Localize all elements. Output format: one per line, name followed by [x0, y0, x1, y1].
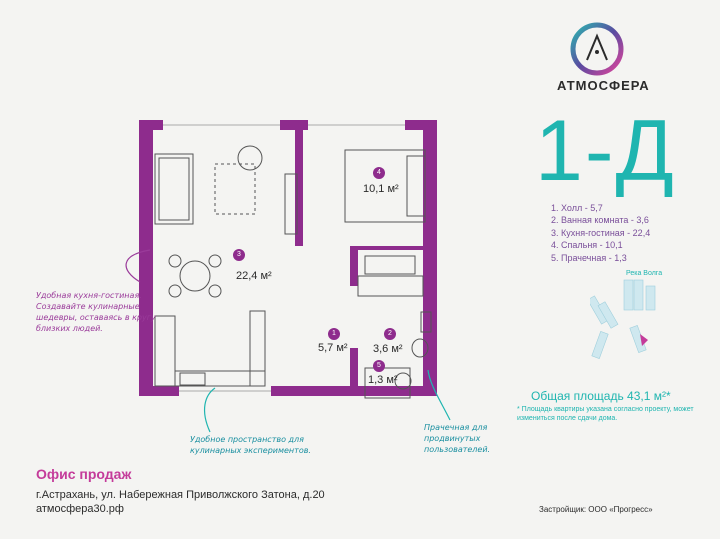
room-badge: 3: [233, 249, 245, 261]
room-list-item: 5. Прачечная - 1,3: [551, 252, 627, 263]
room-badge: 4: [373, 167, 385, 179]
room-list: 1. Холл - 5,7 2. Ванная комната - 3,6 3.…: [551, 202, 650, 264]
room-badge: 2: [384, 328, 396, 340]
callout-space: Удобное пространство для кулинарных эксп…: [190, 435, 311, 455]
room-list-item: 2. Ванная комната - 3,6: [551, 215, 649, 226]
apartment-code: 1-Д: [535, 103, 676, 199]
room-area: 1,3 м²: [368, 374, 398, 386]
room-badge: 5: [373, 360, 385, 372]
walls: [139, 120, 437, 396]
callout-kitchen: Удобная кухня-гостиная. Создавайте кулин…: [36, 291, 156, 333]
room-area: 10,1 м²: [363, 183, 399, 195]
total-area: Общая площадь 43,1 м²*: [531, 389, 671, 403]
room-area: 5,7 м²: [318, 342, 348, 354]
sales-office-title: Офис продаж: [36, 466, 132, 482]
site-map: [590, 279, 656, 359]
callout-laundry: Прачечная для продвинутых пользователей.: [424, 423, 491, 454]
room-list-item: 4. Спальня - 10,1: [551, 240, 623, 251]
area-footnote: * Площадь квартиры указана согласно прое…: [517, 406, 694, 422]
brand-logo: [570, 22, 624, 76]
room-area: 22,4 м²: [236, 270, 272, 282]
office-address: г.Астрахань, ул. Набережная Приволжского…: [36, 489, 325, 501]
room-area: 3,6 м²: [373, 343, 403, 355]
room-list-item: 3. Кухня-гостиная - 22,4: [551, 227, 651, 238]
room-list-item: 1. Холл - 5,7: [551, 203, 603, 213]
floor-plan: [139, 120, 437, 399]
brand-name: АТМОСФЕРА: [557, 78, 650, 93]
windows: [163, 124, 405, 392]
furniture: [154, 145, 432, 399]
builder: Застройщик: ООО «Прогресс»: [539, 505, 653, 514]
room-badge: 1: [328, 328, 340, 340]
website[interactable]: атмосфера30.рф: [36, 503, 124, 515]
river-label: Река Волга: [626, 270, 663, 277]
